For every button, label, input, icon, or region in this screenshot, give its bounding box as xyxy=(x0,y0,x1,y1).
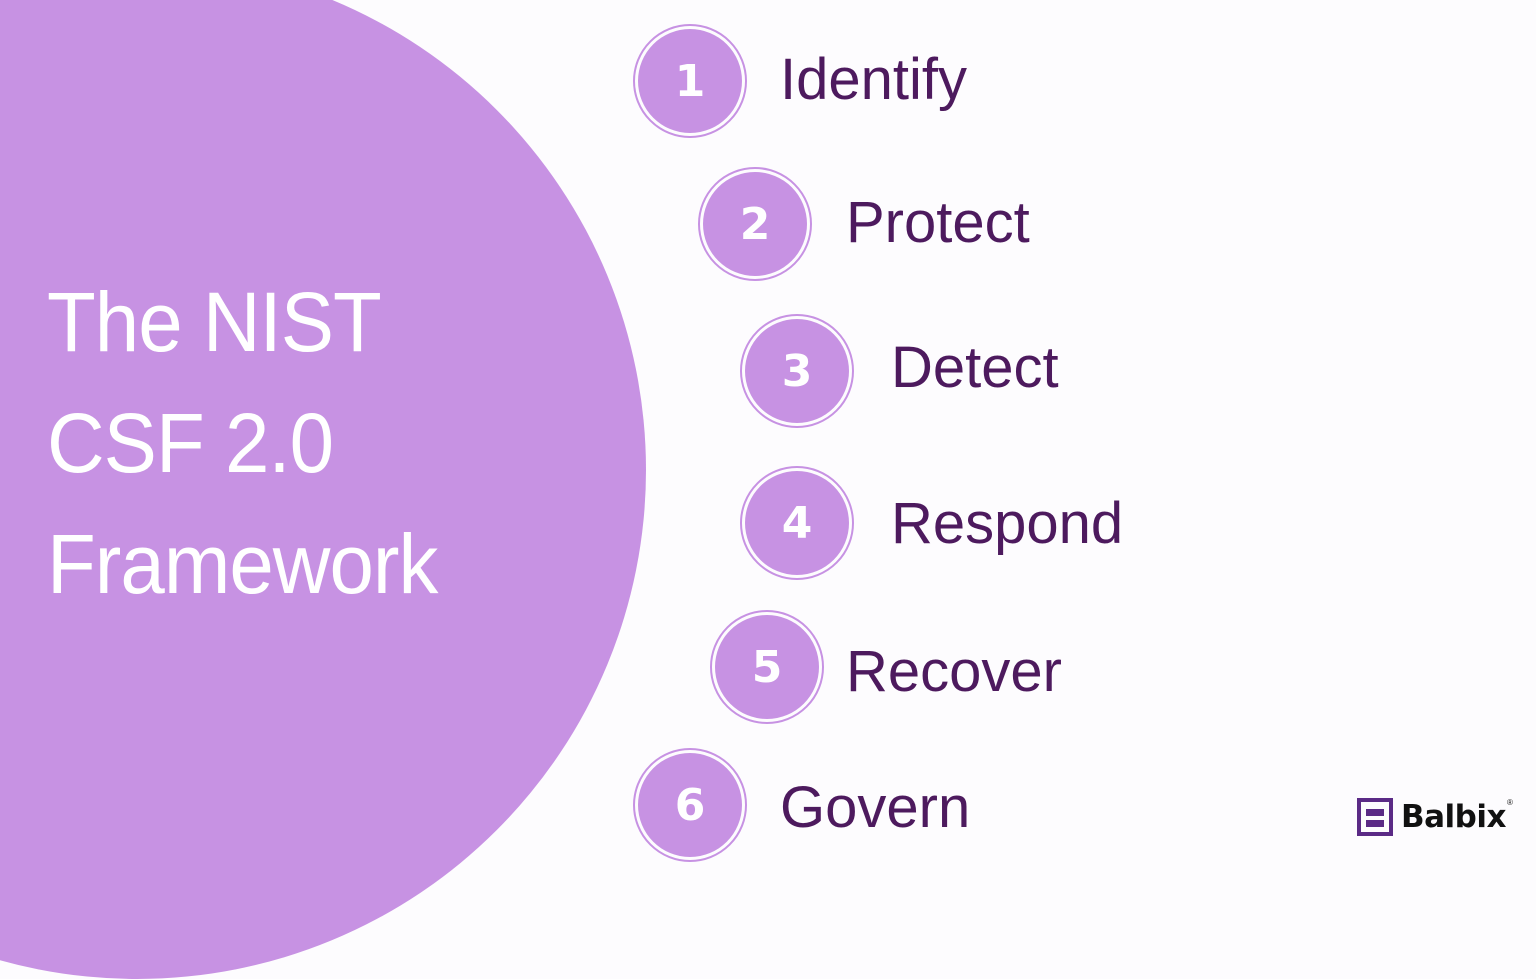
step-number-badge: 4 xyxy=(740,466,854,580)
step-label: Detect xyxy=(891,335,1059,400)
registered-mark: ® xyxy=(1507,798,1513,807)
step-number: 5 xyxy=(715,615,819,719)
logo-text: Balbix xyxy=(1401,799,1507,835)
step-label: Respond xyxy=(891,491,1124,556)
step-number-badge: 5 xyxy=(710,610,824,724)
balbix-logo: Balbix ® xyxy=(1357,798,1513,836)
step-label: Govern xyxy=(780,775,971,840)
step-number-badge: 6 xyxy=(633,748,747,862)
title-line-1: The NIST xyxy=(47,275,382,369)
step-number: 3 xyxy=(745,319,849,423)
title-line-2: CSF 2.0 xyxy=(47,396,334,490)
step-label: Protect xyxy=(846,190,1030,255)
step-number: 2 xyxy=(703,172,807,276)
step-number-badge: 3 xyxy=(740,314,854,428)
title-line-3: Framework xyxy=(47,517,438,611)
balbix-logo-mark-icon xyxy=(1357,798,1393,836)
page-title: The NIST CSF 2.0 Framework xyxy=(47,262,438,625)
step-label: Recover xyxy=(846,639,1062,704)
step-label: Identify xyxy=(780,47,967,112)
step-number: 6 xyxy=(638,753,742,857)
step-number-badge: 2 xyxy=(698,167,812,281)
step-number: 1 xyxy=(638,29,742,133)
step-number: 4 xyxy=(745,471,849,575)
step-number-badge: 1 xyxy=(633,24,747,138)
